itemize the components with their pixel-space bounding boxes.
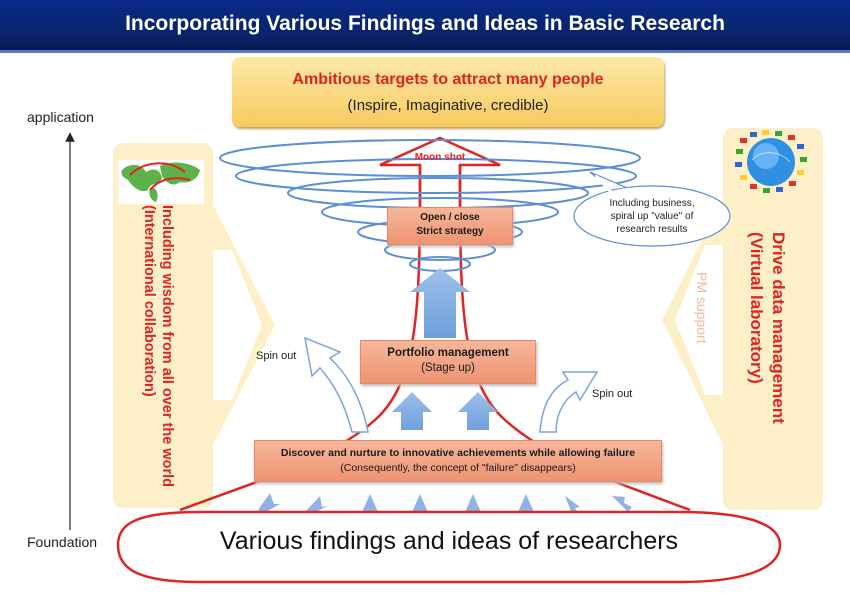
spin-out-right-arrow [539,371,599,433]
spin-out-left-arrow [304,336,369,433]
funnel-right-line [458,164,691,512]
foundation-text: Various findings and ideas of researcher… [219,527,679,555]
spin-out-left-label: Spin out [256,350,297,362]
page-title: Incorporating Various Findings and Ideas… [125,12,725,35]
callout-line: research results [616,224,688,235]
right-panel [723,128,823,510]
portfolio-box: Portfolio management (Stage up) [360,340,536,384]
right-panel-text: Drive data management (Virtual laborator… [745,232,789,502]
callout-bubble [573,185,731,247]
callout-line: spiral up "value" of [610,211,694,222]
funnel-left-line [179,164,422,512]
strategy-box: Open / close Strict strategy [387,207,513,245]
axis-top-label: application [27,109,94,125]
right-panel-line2: (Virtual laboratory) [747,232,766,384]
callout-text: Including business, spiral up "value" of… [586,197,718,236]
discover-title: Discover and nurture to innovative achie… [280,447,636,459]
discover-subtitle: (Consequently, the concept of "failure" … [340,462,576,474]
central-up-arrow [410,268,470,338]
foundation-outline [116,510,782,584]
axis-bottom-label: Foundation [27,534,98,550]
strategy-line2: Strict strategy [416,226,484,237]
left-panel-line2: (International collaboration) [141,205,157,397]
left-panel-line1: Including wisdom from all over the world [159,205,175,487]
strategy-line1: Open / close [420,212,480,223]
target-box: Ambitious targets to attract many people… [232,57,664,127]
right-panel-line1: Drive data management [769,232,788,424]
pm-support-label: PM support [694,272,710,344]
spin-out-right-label: Spin out [592,388,633,400]
discover-box: Discover and nurture to innovative achie… [254,440,662,482]
portfolio-subtitle: (Stage up) [421,362,475,374]
header-banner: Incorporating Various Findings and Ideas… [0,0,850,53]
target-subtitle: (Inspire, Imaginative, credible) [347,97,549,114]
world-map-icon [118,160,204,204]
callout-line: Including business, [609,198,695,209]
target-title: Ambitious targets to attract many people [292,71,604,88]
stage-up-arrows [392,392,498,430]
left-chevron-arrow [213,205,275,445]
left-panel-text: Including wisdom from all over the world… [140,205,176,505]
globe-with-flags-icon [735,130,807,193]
moonshot-label: Moon shot [414,152,466,163]
portfolio-title: Portfolio management [387,347,509,359]
